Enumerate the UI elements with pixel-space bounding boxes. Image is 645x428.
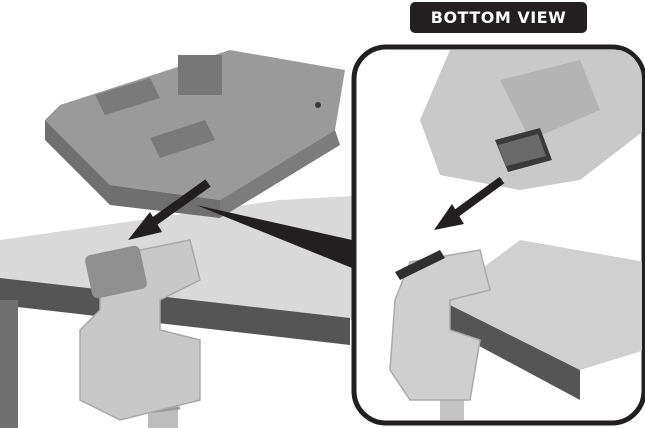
mount-slot-left (95, 78, 160, 115)
clamp-pad (85, 245, 147, 299)
main-clamp (79, 239, 201, 428)
arrow-down-left-icon (434, 176, 505, 230)
mount-center-block (178, 55, 222, 95)
bottom-view-inset (351, 44, 645, 426)
mount-right-face (220, 130, 340, 218)
mount-slot-right (150, 120, 215, 158)
inset-clamp-plate (395, 250, 445, 280)
inset-table-edge (440, 300, 580, 400)
inset-clamp-body (389, 249, 491, 401)
bottom-view-label: BOTTOM VIEW (410, 2, 587, 33)
callout-pointer (196, 205, 352, 268)
inset-tabletop (440, 240, 642, 370)
arrow-down-left-icon (128, 179, 211, 240)
mount-part (45, 50, 345, 218)
tabletop-edge (0, 278, 350, 345)
inset-slot-face (498, 134, 546, 166)
table-leg (0, 300, 18, 428)
mount-hole (315, 102, 321, 108)
inset-part-rib (500, 60, 600, 140)
mount-side-face (45, 120, 220, 218)
